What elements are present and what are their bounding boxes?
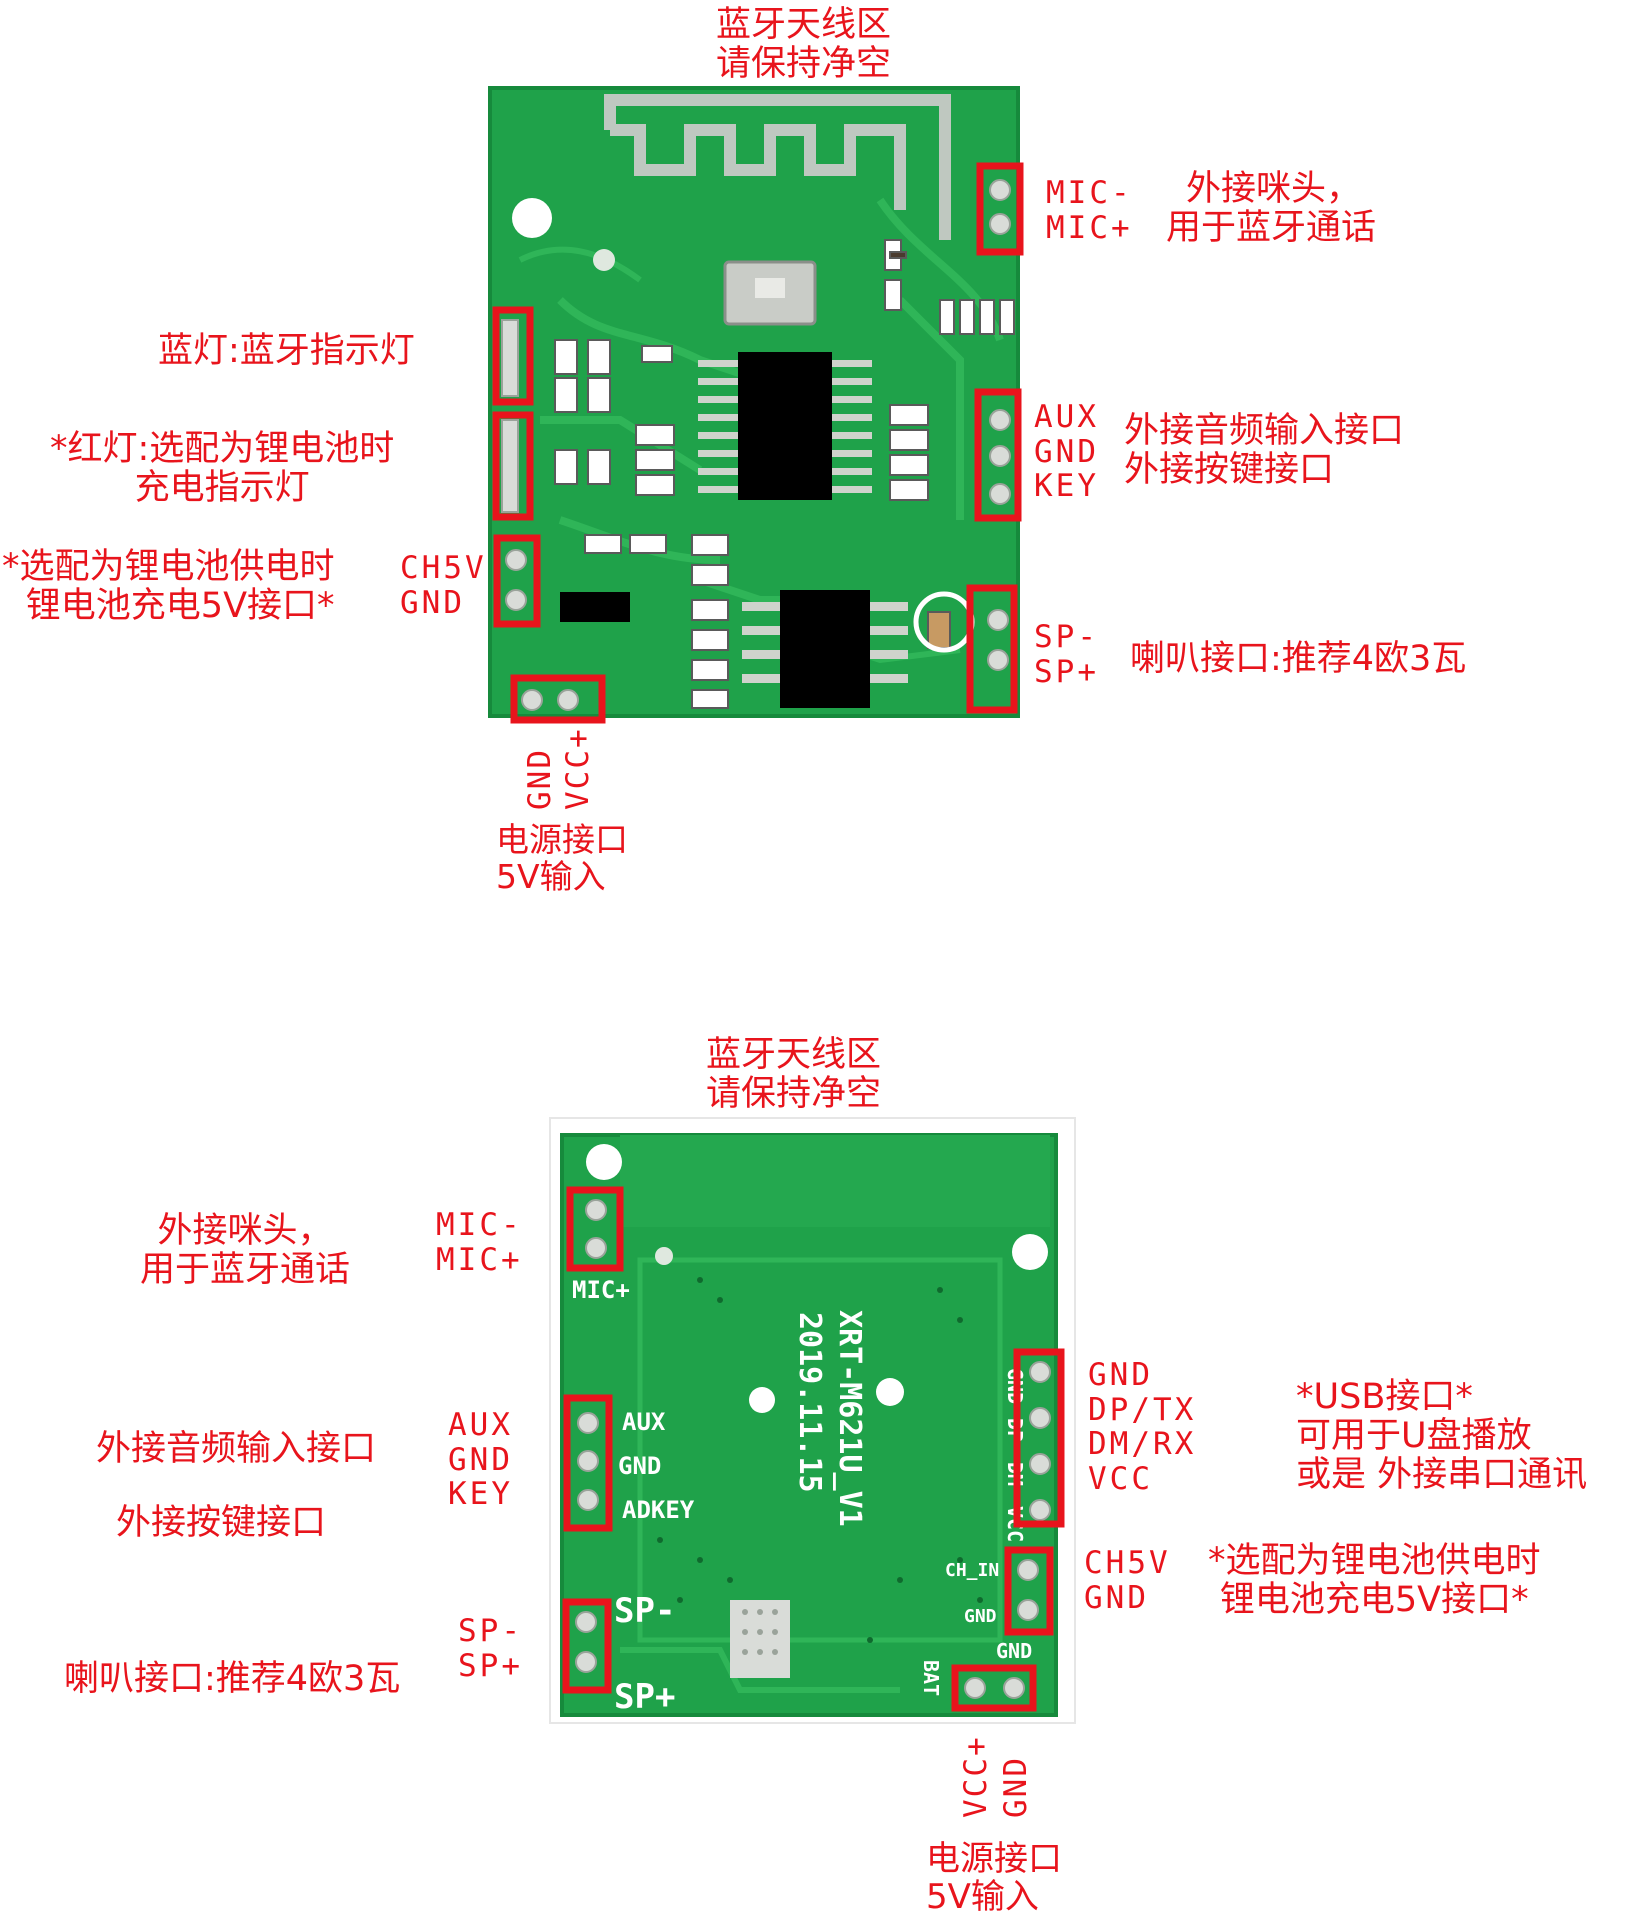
bottom-usb-vcc-pin: VCC (1088, 1461, 1153, 1498)
silk-aux: AUX (622, 1408, 666, 1436)
bottom-usb-gnd-pin: GND (1088, 1357, 1153, 1393)
bottom-speaker-desc: 喇叭接口:推荐4欧3瓦 (64, 1659, 401, 1699)
top-antenna-trace (604, 94, 951, 240)
top-aux-desc-line-1: 外接音频输入接口 (1124, 411, 1405, 451)
bottom-mic-desc-line-1: 外接咪头， (157, 1211, 333, 1251)
bottom-speaker-plus-pin: SP+ (458, 1647, 523, 1684)
bottom-antenna-note-line-1: 蓝牙天线区 (706, 1035, 882, 1075)
silk-spm: SP- (614, 1591, 675, 1631)
bottom-charge-desc-line-1: *选配为锂电池供电时 (1208, 1541, 1541, 1581)
top-blue-led-label: 蓝灯:蓝牙指示灯 (158, 331, 415, 371)
bottom-mic-minus-pin: MIC- (436, 1207, 523, 1243)
bottom-power-gnd-pin: GND (998, 1756, 1034, 1818)
bottom-antenna-note-line-2: 请保持净空 (706, 1074, 882, 1115)
bottom-mic-desc: 外接咪头， 用于蓝牙通话 (140, 1211, 351, 1291)
top-power-gnd-pin: GND (522, 748, 558, 810)
silk-adkey: ADKEY (622, 1496, 695, 1524)
silk-gnd-3: GND (996, 1639, 1032, 1663)
top-antenna-note-line-2: 请保持净空 (716, 44, 892, 85)
top-charge-gnd-pin: GND (400, 584, 465, 621)
top-highlight-boxes (492, 162, 1024, 724)
bottom-speaker-minus-pin: SP- (458, 1613, 523, 1649)
bottom-power-vcc-pin: VCC+ (958, 1735, 994, 1818)
top-mic-desc-line-2: 用于蓝牙通话 (1166, 208, 1377, 249)
bottom-usb-pins: GND DP/TX DM/RX VCC (1088, 1358, 1196, 1497)
bottom-mic-plus-pin: MIC+ (436, 1241, 523, 1278)
silk-ch-in: CH_IN (945, 1560, 999, 1581)
bottom-speaker-pins: SP- SP+ (458, 1614, 523, 1683)
bottom-aux-desc-1: 外接音频输入接口 (96, 1429, 377, 1469)
top-aux-pins: AUX GND KEY (1034, 400, 1099, 504)
top-antenna-note-line-1: 蓝牙天线区 (716, 5, 892, 45)
bottom-charge-desc-line-2: 锂电池充电5V接口* (1219, 1580, 1529, 1621)
bottom-aux-gnd-pin: GND (448, 1441, 513, 1478)
bottom-highlight-boxes (562, 1186, 1065, 1712)
top-aux-desc: 外接音频输入接口 外接按键接口 (1124, 411, 1405, 491)
top-speaker-desc: 喇叭接口:推荐4欧3瓦 (1130, 639, 1467, 679)
silk-date: 2019.11.15 (792, 1312, 827, 1493)
silk-gnd-2: GND (964, 1606, 997, 1627)
bottom-usb-desc-line-1: *USB接口* (1296, 1377, 1473, 1417)
bottom-charge-ch5v-pin: CH5V (1084, 1545, 1171, 1581)
top-power-desc-line-1: 电源接口 (496, 820, 628, 859)
top-speaker-plus-pin: SP+ (1034, 653, 1099, 690)
silk-mic: MIC+ (572, 1276, 630, 1304)
bottom-usb-dp-pin: DP/TX (1088, 1391, 1197, 1428)
silk-spp: SP+ (614, 1677, 675, 1717)
top-red-led-line-1: *红灯:选配为锂电池时 (50, 429, 395, 469)
silk-bat: BAT (919, 1660, 943, 1696)
bottom-usb-desc-line-3: 或是 外接串口通讯 (1296, 1455, 1588, 1496)
top-mic-minus-pin: MIC- (1046, 175, 1133, 211)
top-mount-hole (512, 198, 552, 238)
top-aux-key-pin: KEY (1034, 468, 1099, 505)
top-transistor (560, 592, 630, 622)
top-aux-desc-line-2: 外接按键接口 (1124, 450, 1335, 491)
top-mic-desc-line-1: 外接咪头， (1186, 169, 1362, 209)
bottom-usb-dm-pin: DM/RX (1088, 1426, 1197, 1463)
bottom-mic-desc-line-2: 用于蓝牙通话 (140, 1250, 351, 1291)
bottom-aux-pins: AUX GND KEY (448, 1408, 513, 1512)
top-speaker-minus-pin: SP- (1034, 619, 1099, 655)
top-main-chip (738, 352, 832, 500)
top-speaker-pins: SP- SP+ (1034, 620, 1099, 689)
bottom-power-desc-line-2: 5V输入 (926, 1877, 1039, 1918)
bottom-usb-desc: *USB接口* 可用于U盘播放 或是 外接串口通讯 (1296, 1377, 1588, 1496)
bottom-pcb: XRT-M621U_V1 2019.11.15 MIC+ AUX GND ADK… (549, 1117, 1076, 1724)
bottom-mic-pins: MIC- MIC+ (436, 1208, 523, 1277)
bottom-power-desc-line-1: 电源接口 (926, 1839, 1062, 1879)
top-red-led-line-2: 充电指示灯 (134, 468, 310, 509)
bottom-charge-gnd-pin: GND (1084, 1579, 1149, 1616)
top-mic-desc: 外接咪头， 用于蓝牙通话 (1166, 169, 1377, 249)
top-mic-pins: MIC- MIC+ (1046, 176, 1133, 245)
top-aux-gnd-pin: GND (1034, 433, 1099, 470)
top-charge-desc: *选配为锂电池供电时 锂电池充电5V接口* (2, 547, 335, 627)
silk-model: XRT-M621U_V1 (832, 1310, 867, 1527)
top-mic-plus-pin: MIC+ (1046, 209, 1133, 246)
silk-gnd: GND (618, 1452, 661, 1480)
top-power-desc-line-2: 5V输入 (496, 856, 606, 896)
top-aux-pin: AUX (1034, 399, 1099, 435)
bottom-charge-pins: CH5V GND (1084, 1546, 1171, 1615)
top-red-led-label: *红灯:选配为锂电池时 充电指示灯 (50, 429, 395, 509)
bottom-charge-desc: *选配为锂电池供电时 锂电池充电5V接口* (1208, 1541, 1541, 1621)
top-charge-pins: CH5V GND (400, 551, 487, 620)
top-pcb (488, 86, 1020, 718)
bottom-aux-desc-2: 外接按键接口 (116, 1503, 327, 1543)
top-charge-desc-line-1: *选配为锂电池供电时 (2, 547, 335, 587)
bottom-antenna-note: 蓝牙天线区 请保持净空 (706, 1035, 882, 1115)
top-amp-chip (780, 590, 870, 708)
bottom-aux-pin: AUX (448, 1407, 513, 1443)
bottom-aux-key-pin: KEY (448, 1476, 513, 1513)
top-power-desc: 电源接口 5V输入 (496, 820, 628, 896)
top-charge-desc-line-2: 锂电池充电5V接口* (25, 586, 335, 627)
bottom-power-desc: 电源接口 5V输入 (926, 1840, 1062, 1916)
top-power-vcc-pin: VCC+ (560, 727, 596, 810)
top-charge-ch5v-pin: CH5V (400, 550, 487, 586)
top-antenna-note: 蓝牙天线区 请保持净空 (716, 5, 892, 85)
bottom-via-large (876, 1378, 904, 1406)
bottom-usb-desc-line-2: 可用于U盘播放 (1296, 1416, 1532, 1457)
